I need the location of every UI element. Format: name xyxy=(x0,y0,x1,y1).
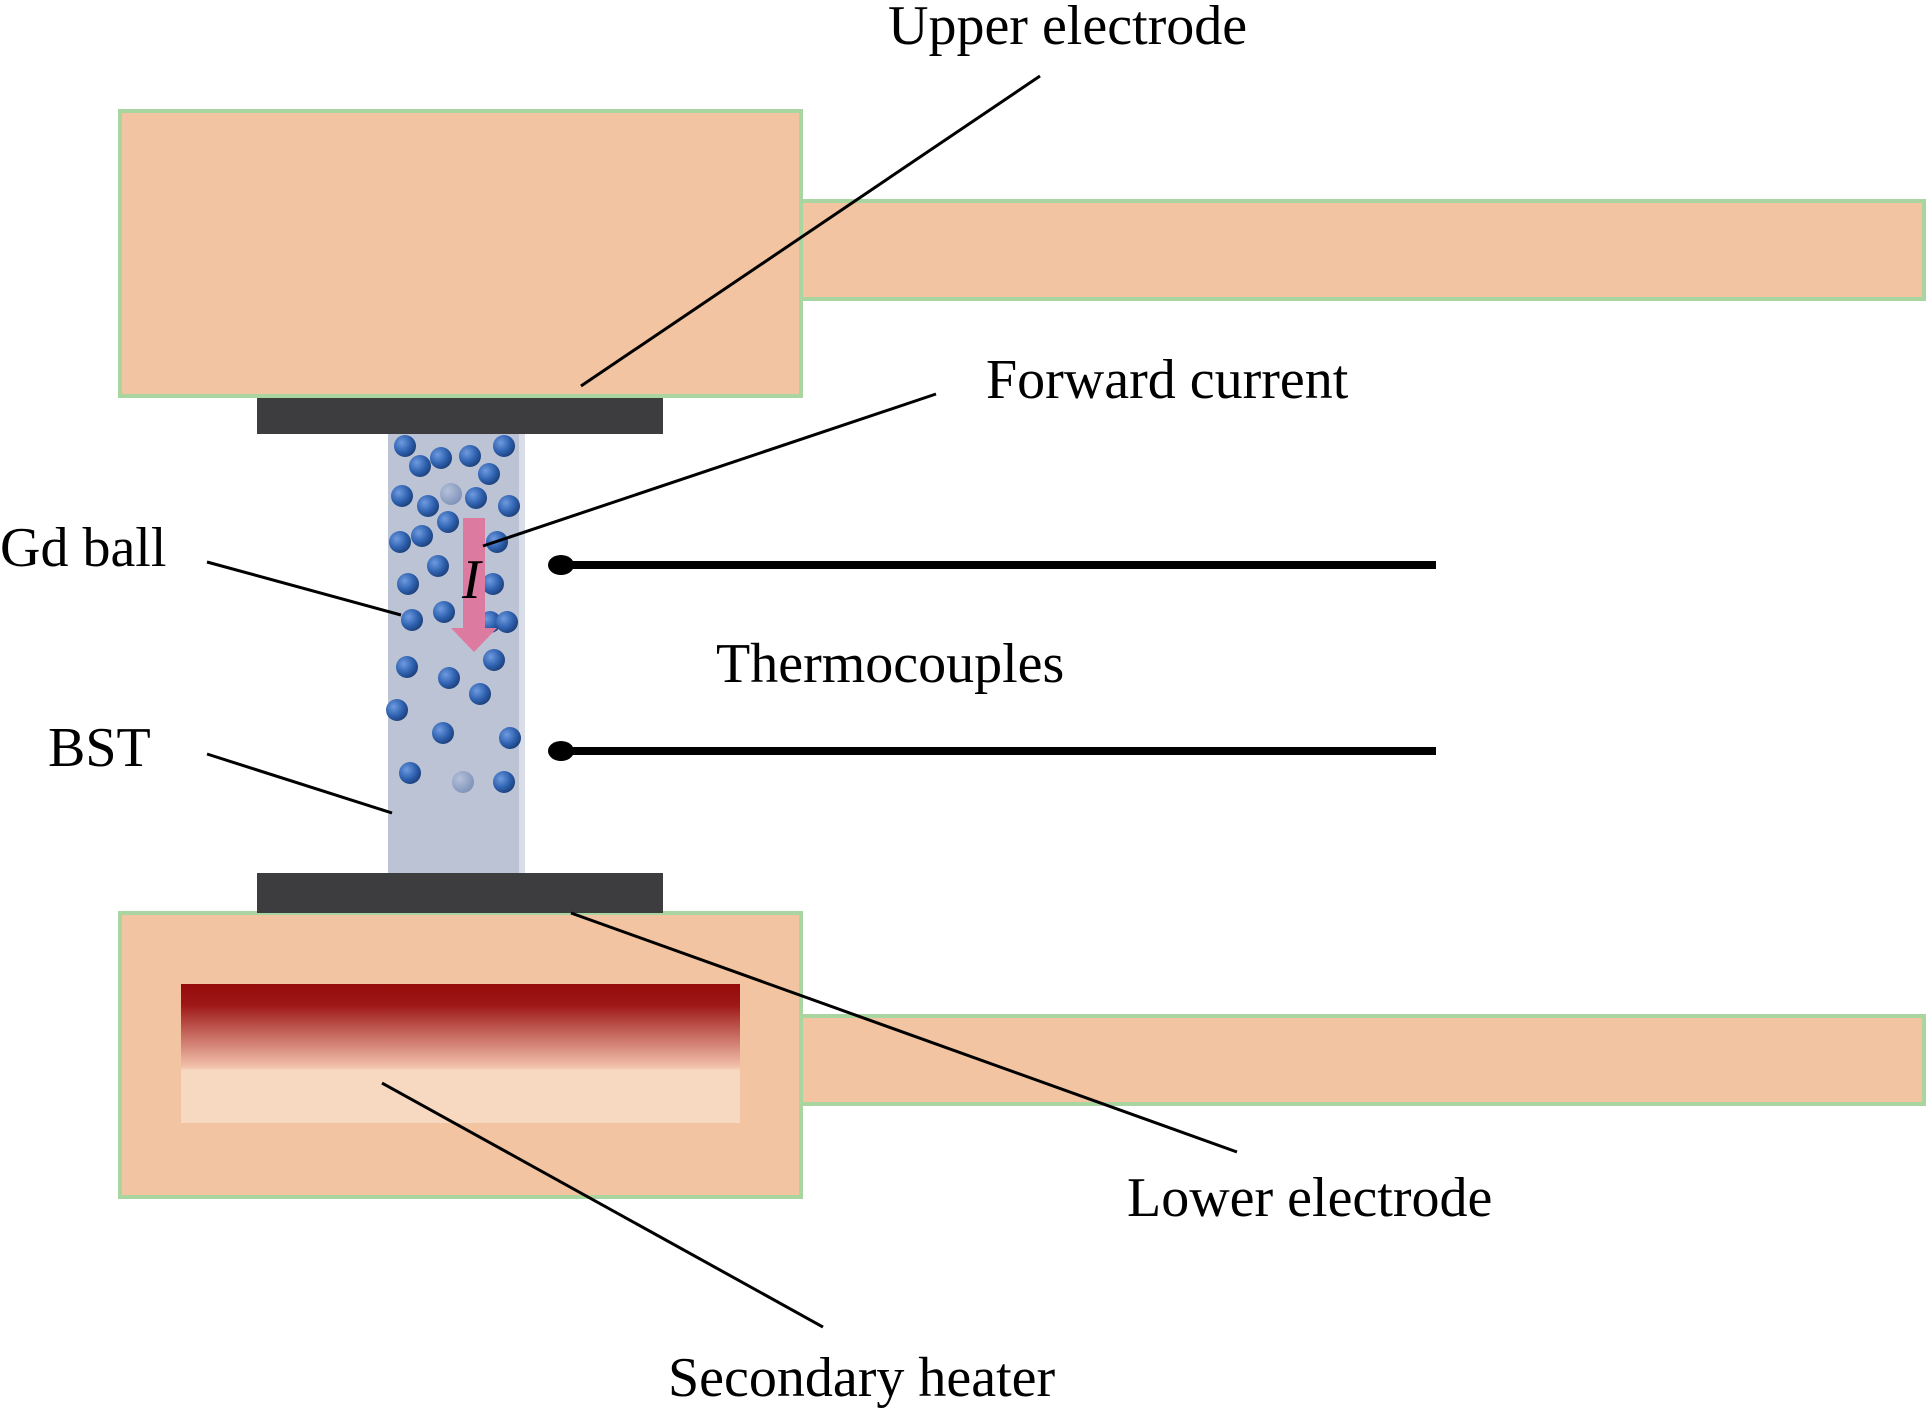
gd-ball xyxy=(440,483,462,505)
thermocouples-label: Thermocouples xyxy=(716,633,1064,695)
gd-ball xyxy=(430,447,452,469)
upper-electrode xyxy=(118,109,1926,398)
gd-ball xyxy=(396,656,418,678)
gd-ball xyxy=(483,649,505,671)
gd-ball xyxy=(399,762,421,784)
bst-leader xyxy=(206,752,393,815)
gd-ball xyxy=(478,463,500,485)
gd-ball xyxy=(437,511,459,533)
gd-ball xyxy=(432,722,454,744)
thermocouple-upper xyxy=(548,555,1436,575)
gd-ball-leader xyxy=(206,560,402,617)
gd-ball xyxy=(469,683,491,705)
upper-electrode-arm xyxy=(798,199,1926,301)
gd-ball-label: Gd ball xyxy=(0,517,166,579)
gd-ball xyxy=(409,455,431,477)
gd-ball xyxy=(465,487,487,509)
lower-contact-plate xyxy=(257,873,663,913)
gd-ball xyxy=(459,445,481,467)
gd-ball xyxy=(493,771,515,793)
gd-ball xyxy=(493,435,515,457)
gd-ball xyxy=(394,435,416,457)
gd-ball xyxy=(482,573,504,595)
bst-column-edge xyxy=(519,432,525,874)
upper-contact-plate xyxy=(257,398,663,434)
secondary-heater xyxy=(181,984,740,1123)
current-symbol-label: I xyxy=(461,549,483,611)
gd-ball xyxy=(401,609,423,631)
gd-ball xyxy=(496,611,518,633)
leader-lines xyxy=(206,74,1238,1329)
gd-ball xyxy=(386,699,408,721)
gd-ball-cluster xyxy=(386,435,521,793)
forward-current-leader xyxy=(482,392,937,548)
upper-electrode-leader xyxy=(580,74,1041,388)
gd-ball xyxy=(389,531,411,553)
secondary-heater-label: Secondary heater xyxy=(668,1347,1055,1409)
bst-label: BST xyxy=(48,717,151,779)
thermocouple-lower xyxy=(548,741,1436,761)
gd-ball xyxy=(397,573,419,595)
upper-electrode-label: Upper electrode xyxy=(888,0,1247,57)
forward-current-arrow xyxy=(451,518,497,652)
gd-ball xyxy=(433,601,455,623)
lower-electrode-arm xyxy=(798,1014,1926,1106)
lower-electrode-label: Lower electrode xyxy=(1127,1167,1492,1229)
forward-current-label: Forward current xyxy=(986,349,1349,411)
gd-ball xyxy=(499,727,521,749)
upper-electrode-block xyxy=(118,109,803,398)
gd-ball xyxy=(427,555,449,577)
gd-ball xyxy=(498,495,520,517)
gd-ball xyxy=(452,771,474,793)
gd-ball xyxy=(411,525,433,547)
lower-electrode-leader xyxy=(570,911,1238,1154)
gd-ball xyxy=(391,485,413,507)
gd-ball xyxy=(417,495,439,517)
secondary-heater-leader xyxy=(381,1081,824,1329)
gd-ball xyxy=(438,667,460,689)
